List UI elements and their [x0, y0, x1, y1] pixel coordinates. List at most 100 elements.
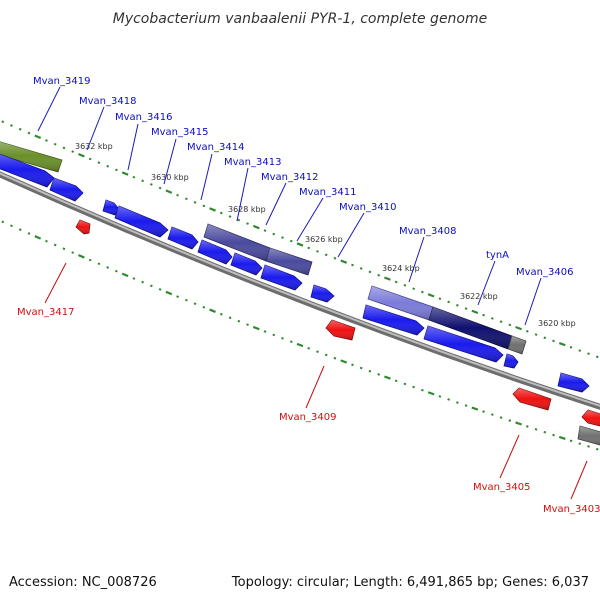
upper-minor-tick	[351, 263, 354, 267]
upper-minor-tick	[114, 168, 118, 172]
label-mvan-3416[interactable]: Mvan_3416	[115, 112, 172, 123]
lower-minor-tick	[219, 312, 223, 316]
upper-minor-tick	[499, 320, 503, 323]
upper-major-tick	[78, 153, 85, 158]
backbone-highlight	[0, 172, 600, 407]
label-mvan-3405[interactable]: Mvan_3405	[473, 482, 530, 493]
lower-minor-tick	[106, 266, 110, 269]
gene-features	[0, 141, 600, 446]
lower-minor-tick	[149, 284, 153, 288]
lower-minor-tick	[62, 247, 66, 251]
lower-major-tick	[78, 254, 85, 259]
leader-mvan-3409	[305, 365, 325, 409]
lower-minor-tick	[10, 224, 13, 228]
upper-minor-tick	[324, 253, 328, 257]
lower-minor-tick	[351, 363, 354, 367]
upper-minor-tick	[455, 303, 459, 307]
lower-minor-tick	[281, 336, 284, 340]
upper-minor-tick	[482, 313, 485, 317]
label-mvan-3413[interactable]: Mvan_3413	[224, 157, 281, 168]
lower-minor-tick	[464, 404, 468, 407]
kbp-label-3630: 3630 kbp	[151, 173, 189, 182]
label-tyna[interactable]: tynA	[486, 250, 509, 261]
label-mvan-3417[interactable]: Mvan_3417	[17, 307, 74, 318]
kbp-label-3620: 3620 kbp	[538, 319, 576, 328]
lower-major-tick	[296, 342, 304, 348]
upper-minor-tick	[508, 323, 512, 327]
upper-minor-tick	[193, 201, 197, 204]
gene-gloss	[578, 426, 600, 445]
reverse-gene-labels: Mvan_3417 Mvan_3409 Mvan_3405 Mvan_3403	[17, 307, 600, 515]
upper-minor-tick	[88, 157, 92, 161]
gene-gloss	[266, 248, 312, 275]
upper-major-tick	[121, 171, 129, 176]
label-mvan-3410[interactable]: Mvan_3410	[339, 202, 396, 213]
leader-mvan-3413	[236, 167, 249, 222]
lower-minor-tick	[132, 277, 136, 280]
gene-gloss	[429, 307, 512, 349]
upper-minor-tick	[10, 124, 13, 127]
leader-mvan-3411	[296, 197, 324, 242]
upper-minor-tick	[333, 256, 337, 260]
upper-minor-tick	[534, 333, 538, 336]
label-mvan-3403[interactable]: Mvan_3403	[543, 504, 600, 515]
label-mvan-3419[interactable]: Mvan_3419	[33, 76, 90, 87]
upper-minor-tick	[97, 161, 101, 164]
lower-major-tick	[515, 421, 522, 426]
label-mvan-3418[interactable]: Mvan_3418	[79, 96, 136, 107]
upper-minor-tick	[272, 232, 276, 236]
upper-minor-tick	[45, 139, 48, 142]
label-mvan-3414[interactable]: Mvan_3414	[187, 142, 244, 153]
forward-gene-labels: Mvan_3419 Mvan_3418 Mvan_3416 Mvan_3415 …	[33, 76, 573, 278]
upper-minor-tick	[246, 222, 249, 225]
gene-gloss	[368, 286, 433, 320]
kbp-label-3626: 3626 kbp	[305, 235, 343, 244]
gene-gloss	[204, 224, 270, 261]
lower-minor-tick	[438, 395, 442, 398]
upper-minor-tick	[412, 287, 416, 291]
lower-minor-tick	[263, 330, 267, 333]
leader-mvan-3408	[408, 236, 425, 283]
lower-minor-tick	[499, 416, 503, 419]
upper-minor-tick	[281, 236, 284, 239]
lower-minor-tick	[394, 379, 398, 383]
upper-minor-tick	[543, 336, 547, 340]
upper-minor-tick	[377, 273, 381, 277]
leader-mvan-3418	[86, 106, 105, 151]
leader-tyna	[477, 260, 496, 306]
label-mvan-3415[interactable]: Mvan_3415	[151, 127, 208, 138]
lower-major-tick	[427, 391, 435, 396]
label-mvan-3412[interactable]: Mvan_3412	[261, 172, 318, 183]
upper-major-tick	[165, 189, 173, 194]
label-mvan-3408[interactable]: Mvan_3408	[399, 226, 456, 237]
upper-minor-tick	[587, 352, 590, 356]
upper-minor-tick	[263, 229, 267, 232]
upper-minor-tick	[1, 120, 5, 124]
lower-minor-tick	[289, 340, 293, 343]
lower-minor-tick	[184, 298, 188, 302]
lower-minor-tick	[45, 239, 48, 243]
leader-mvan-3415	[163, 138, 177, 185]
label-mvan-3411[interactable]: Mvan_3411	[299, 187, 356, 198]
lower-minor-tick	[359, 366, 363, 370]
leader-mvan-3410	[337, 212, 365, 258]
upper-minor-tick	[62, 146, 66, 150]
label-mvan-3409[interactable]: Mvan_3409	[279, 412, 336, 423]
label-mvan-3406[interactable]: Mvan_3406	[516, 267, 573, 278]
lower-minor-tick	[490, 413, 494, 416]
map-title: Mycobacterium vanbaalenii PYR-1, complet…	[113, 11, 488, 27]
upper-minor-tick	[18, 127, 22, 131]
upper-minor-tick	[578, 349, 582, 352]
lower-minor-tick	[324, 353, 328, 357]
upper-minor-tick	[27, 131, 31, 135]
lower-minor-tick	[595, 447, 599, 451]
upper-minor-tick	[106, 164, 110, 168]
leader-mvan-3403	[570, 460, 588, 500]
lower-minor-tick	[71, 251, 75, 254]
lower-tick-row	[1, 220, 599, 451]
upper-minor-tick	[202, 204, 206, 208]
lower-minor-tick	[569, 439, 573, 443]
upper-major-tick	[427, 293, 435, 298]
leader-mvan-3419	[37, 86, 61, 132]
